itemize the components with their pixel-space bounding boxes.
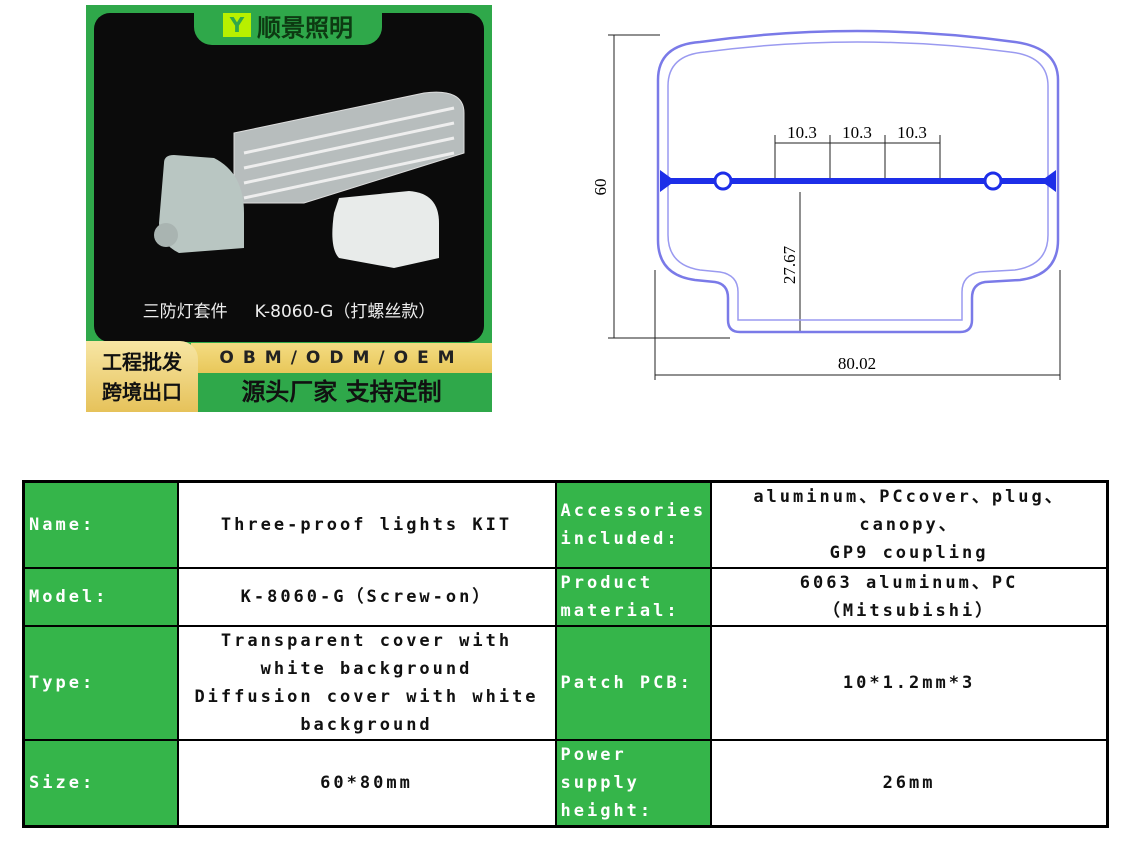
photo-caption: 三防灯套件 K-8060-G（打螺丝款） [142, 302, 436, 322]
pitch-label: 10.3 [787, 123, 817, 142]
height-label: 60 [591, 179, 610, 196]
profile-outline [656, 29, 1060, 334]
spec-value: 10*1.2mm*3 [710, 625, 1109, 741]
spec-table: Name: Three-proof lights KIT Accessories… [22, 480, 1109, 828]
table-row: Size: 60*80mm Power supply height: 26mm [22, 739, 1109, 828]
spec-key: Patch PCB: [554, 625, 713, 741]
spec-value: Three-proof lights KIT [176, 480, 557, 569]
spec-key: Accessories included: [554, 480, 713, 569]
spec-value: aluminum、PCcover、plug、 canopy、 GP9 coupl… [710, 480, 1109, 569]
spec-value: 6063 aluminum、PC （Mitsubishi） [710, 567, 1109, 627]
banner-factory: 源头厂家 支持定制 [191, 373, 492, 412]
width-label: 80.02 [838, 354, 876, 373]
cross-section-drawing: 10.3 10.3 10.3 60 27.67 80.02 [591, 29, 1061, 380]
spec-key: Power supply height: [554, 739, 713, 828]
spec-key: Size: [22, 739, 179, 828]
pitch-label: 10.3 [842, 123, 872, 142]
table-row: Name: Three-proof lights KIT Accessories… [22, 480, 1109, 569]
spec-key: Product material: [554, 567, 713, 627]
dimension-lines [608, 34, 1061, 380]
product-illustration [154, 91, 465, 268]
spec-value: 60*80mm [176, 739, 557, 828]
badge-line: 工程批发 [102, 350, 182, 374]
badge-line: 跨境出口 [102, 380, 182, 404]
badge-wholesale: 工程批发 跨境出口 [86, 341, 198, 412]
table-row: Model: K-8060-G（Screw-on） Product materi… [22, 567, 1109, 627]
spec-value: Transparent cover with white background … [176, 625, 557, 741]
pcb-rail [660, 178, 1056, 184]
rail-height-label: 27.67 [780, 245, 799, 284]
photo-background [94, 13, 484, 342]
spec-key: Type: [22, 625, 179, 741]
brand-logo: Y [223, 13, 251, 37]
spec-value: 26mm [710, 739, 1109, 828]
table-row: Type: Transparent cover with white backg… [22, 625, 1109, 741]
banner-oem: OBM/ODM/OEM [191, 343, 492, 373]
spec-value: K-8060-G（Screw-on） [176, 567, 557, 627]
pitch-label: 10.3 [897, 123, 927, 142]
product-photo: Y 顺景照明 三防灯套件 K-8060-G（打螺丝款） OBM/ODM/OEM … [86, 5, 492, 412]
brand-name: 顺景照明 [257, 13, 353, 42]
spec-key: Model: [22, 567, 179, 627]
spec-key: Name: [22, 480, 179, 569]
brand-header: Y 顺景照明 [194, 5, 382, 45]
